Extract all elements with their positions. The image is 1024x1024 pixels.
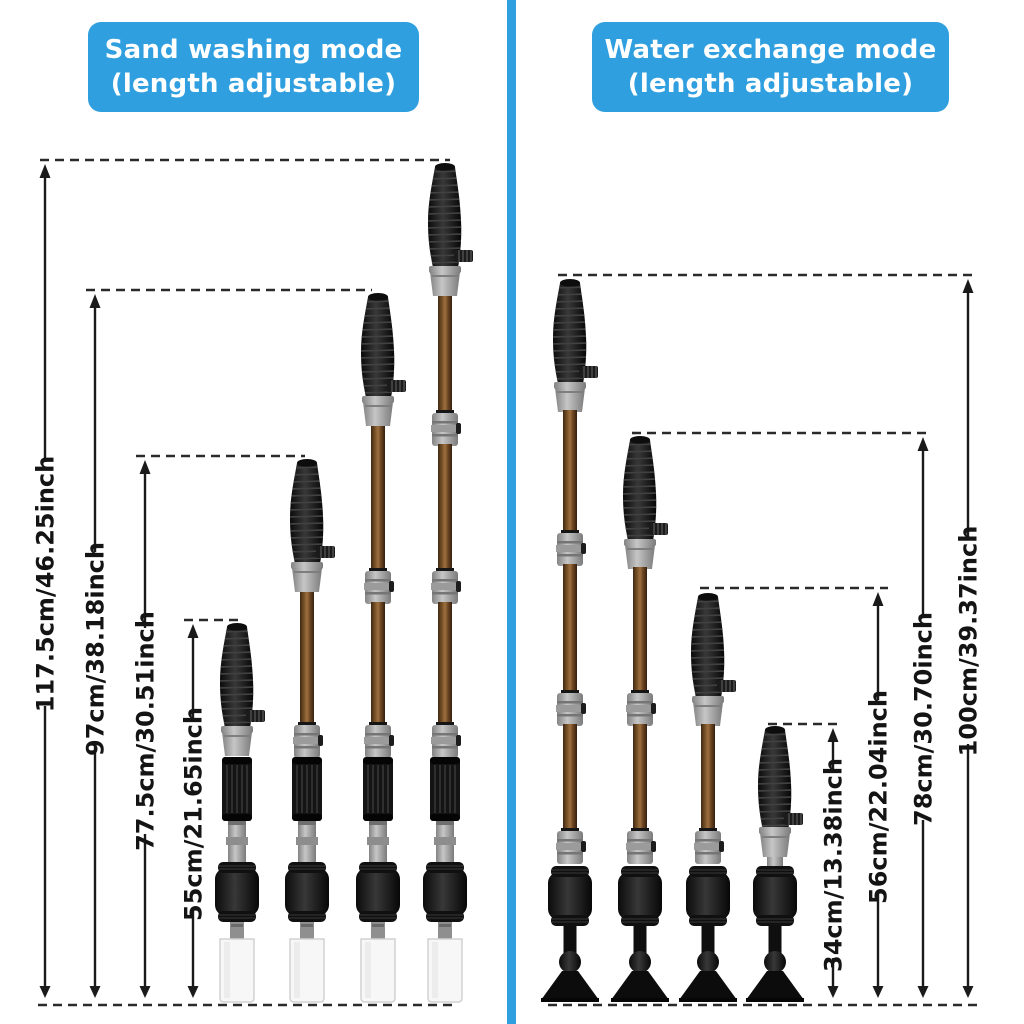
siphon-water-mode-34cm xyxy=(746,726,804,1002)
tube-coupler xyxy=(293,722,323,758)
measurement-label-117cm: 117.5cm/46.25inch xyxy=(31,456,59,712)
handle-grip xyxy=(620,436,668,541)
tube-coupler xyxy=(556,530,586,566)
handle-grip xyxy=(550,279,598,384)
valve-body xyxy=(362,756,394,822)
handle-coupler xyxy=(361,395,395,427)
handle-coupler xyxy=(220,725,254,757)
banner-title-line2: (length adjustable) xyxy=(110,69,397,99)
extension-tube xyxy=(563,724,577,830)
pump-bulb xyxy=(547,865,593,927)
measurement-label-77cm: 77.5cm/30.51inch xyxy=(131,611,159,851)
extension-tube xyxy=(563,410,577,532)
dimension-arrowheads-right xyxy=(827,279,974,998)
tube-coupler xyxy=(364,568,394,604)
extension-tube xyxy=(438,444,452,570)
handle-grip xyxy=(358,293,406,398)
siphon-sand-mode-97cm xyxy=(355,293,406,1003)
measurement-label-56cm: 56cm/22.04inch xyxy=(864,690,892,904)
pump-bulb xyxy=(214,861,260,923)
handle-grip xyxy=(217,623,265,728)
tube-coupler xyxy=(556,828,586,864)
extension-tube xyxy=(371,426,385,570)
pump-bulb xyxy=(617,865,663,927)
handle-coupler xyxy=(553,381,587,413)
handle-grip xyxy=(425,163,473,268)
sand-washing-mode-banner: Sand washing mode (length adjustable) xyxy=(88,22,419,112)
extension-tube xyxy=(438,602,452,724)
banner-title-line1: Sand washing mode xyxy=(104,34,403,65)
handle-coupler xyxy=(623,538,657,570)
measurement-label-55cm: 55cm/21.65inch xyxy=(179,707,207,921)
tube-coupler xyxy=(626,828,656,864)
connector-tube xyxy=(767,857,783,867)
water-exchange-mode-banner: Water exchange mode (length adjustable) xyxy=(592,22,949,112)
extension-tube xyxy=(371,602,385,724)
tube-coupler xyxy=(626,690,656,726)
dimension-lines-right xyxy=(831,291,970,987)
handle-grip xyxy=(688,593,736,698)
banner-title-line2: (length adjustable) xyxy=(627,69,914,99)
handle-coupler xyxy=(758,826,792,858)
tube-coupler xyxy=(364,722,394,758)
siphon-sand-mode-77cm xyxy=(284,459,335,1003)
measurement-label-100cm: 100cm/39.37inch xyxy=(954,526,982,757)
connector-tube xyxy=(367,821,389,862)
tube-coupler xyxy=(694,828,724,864)
tube-coupler xyxy=(431,722,461,758)
handle-coupler xyxy=(428,265,462,297)
panel-divider xyxy=(507,0,516,1024)
siphon-water-mode-56cm xyxy=(679,593,737,1002)
pump-bulb xyxy=(422,861,468,923)
siphon-sand-mode-117cm xyxy=(422,163,473,1003)
extension-tube xyxy=(633,724,647,830)
extension-tube xyxy=(701,724,715,830)
handle-coupler xyxy=(691,695,725,727)
pump-bulb xyxy=(284,861,330,923)
siphon-water-mode-78cm xyxy=(611,436,669,1002)
tube-coupler xyxy=(556,690,586,726)
pump-bulb xyxy=(752,865,798,927)
handle-coupler xyxy=(290,561,324,593)
outlet-nozzle xyxy=(746,926,804,1002)
extension-tube xyxy=(563,564,577,692)
pump-bulb xyxy=(355,861,401,923)
extension-tube xyxy=(300,592,314,724)
measurement-label-34cm: 34cm/13.38inch xyxy=(819,758,847,972)
valve-body xyxy=(429,756,461,822)
extension-tube xyxy=(633,567,647,692)
connector-tube xyxy=(226,821,248,862)
pump-bulb xyxy=(685,865,731,927)
clear-suction-nozzle xyxy=(360,921,396,1003)
clear-suction-nozzle xyxy=(289,921,325,1003)
siphon-sand-mode-55cm xyxy=(214,623,265,1003)
outlet-nozzle xyxy=(679,926,737,1002)
tube-coupler xyxy=(431,410,461,446)
handle-grip xyxy=(755,726,803,831)
measurement-label-97cm: 97cm/38.18inch xyxy=(81,542,109,756)
dimension-lines-left xyxy=(43,176,195,987)
valve-body xyxy=(291,756,323,822)
connector-tube xyxy=(434,821,456,862)
extension-tube xyxy=(438,296,452,412)
measurement-label-78cm: 78cm/30.70inch xyxy=(909,612,937,826)
connector-tube xyxy=(296,821,318,862)
clear-suction-nozzle xyxy=(219,921,255,1003)
valve-body xyxy=(221,756,253,822)
handle-grip xyxy=(287,459,335,564)
outlet-nozzle xyxy=(541,926,599,1002)
outlet-nozzle xyxy=(611,926,669,1002)
tube-coupler xyxy=(431,568,461,604)
dimension-arrowheads-left xyxy=(39,164,199,998)
siphon-water-mode-100cm xyxy=(541,279,599,1002)
clear-suction-nozzle xyxy=(427,921,463,1003)
banner-title-line1: Water exchange mode xyxy=(604,34,937,65)
